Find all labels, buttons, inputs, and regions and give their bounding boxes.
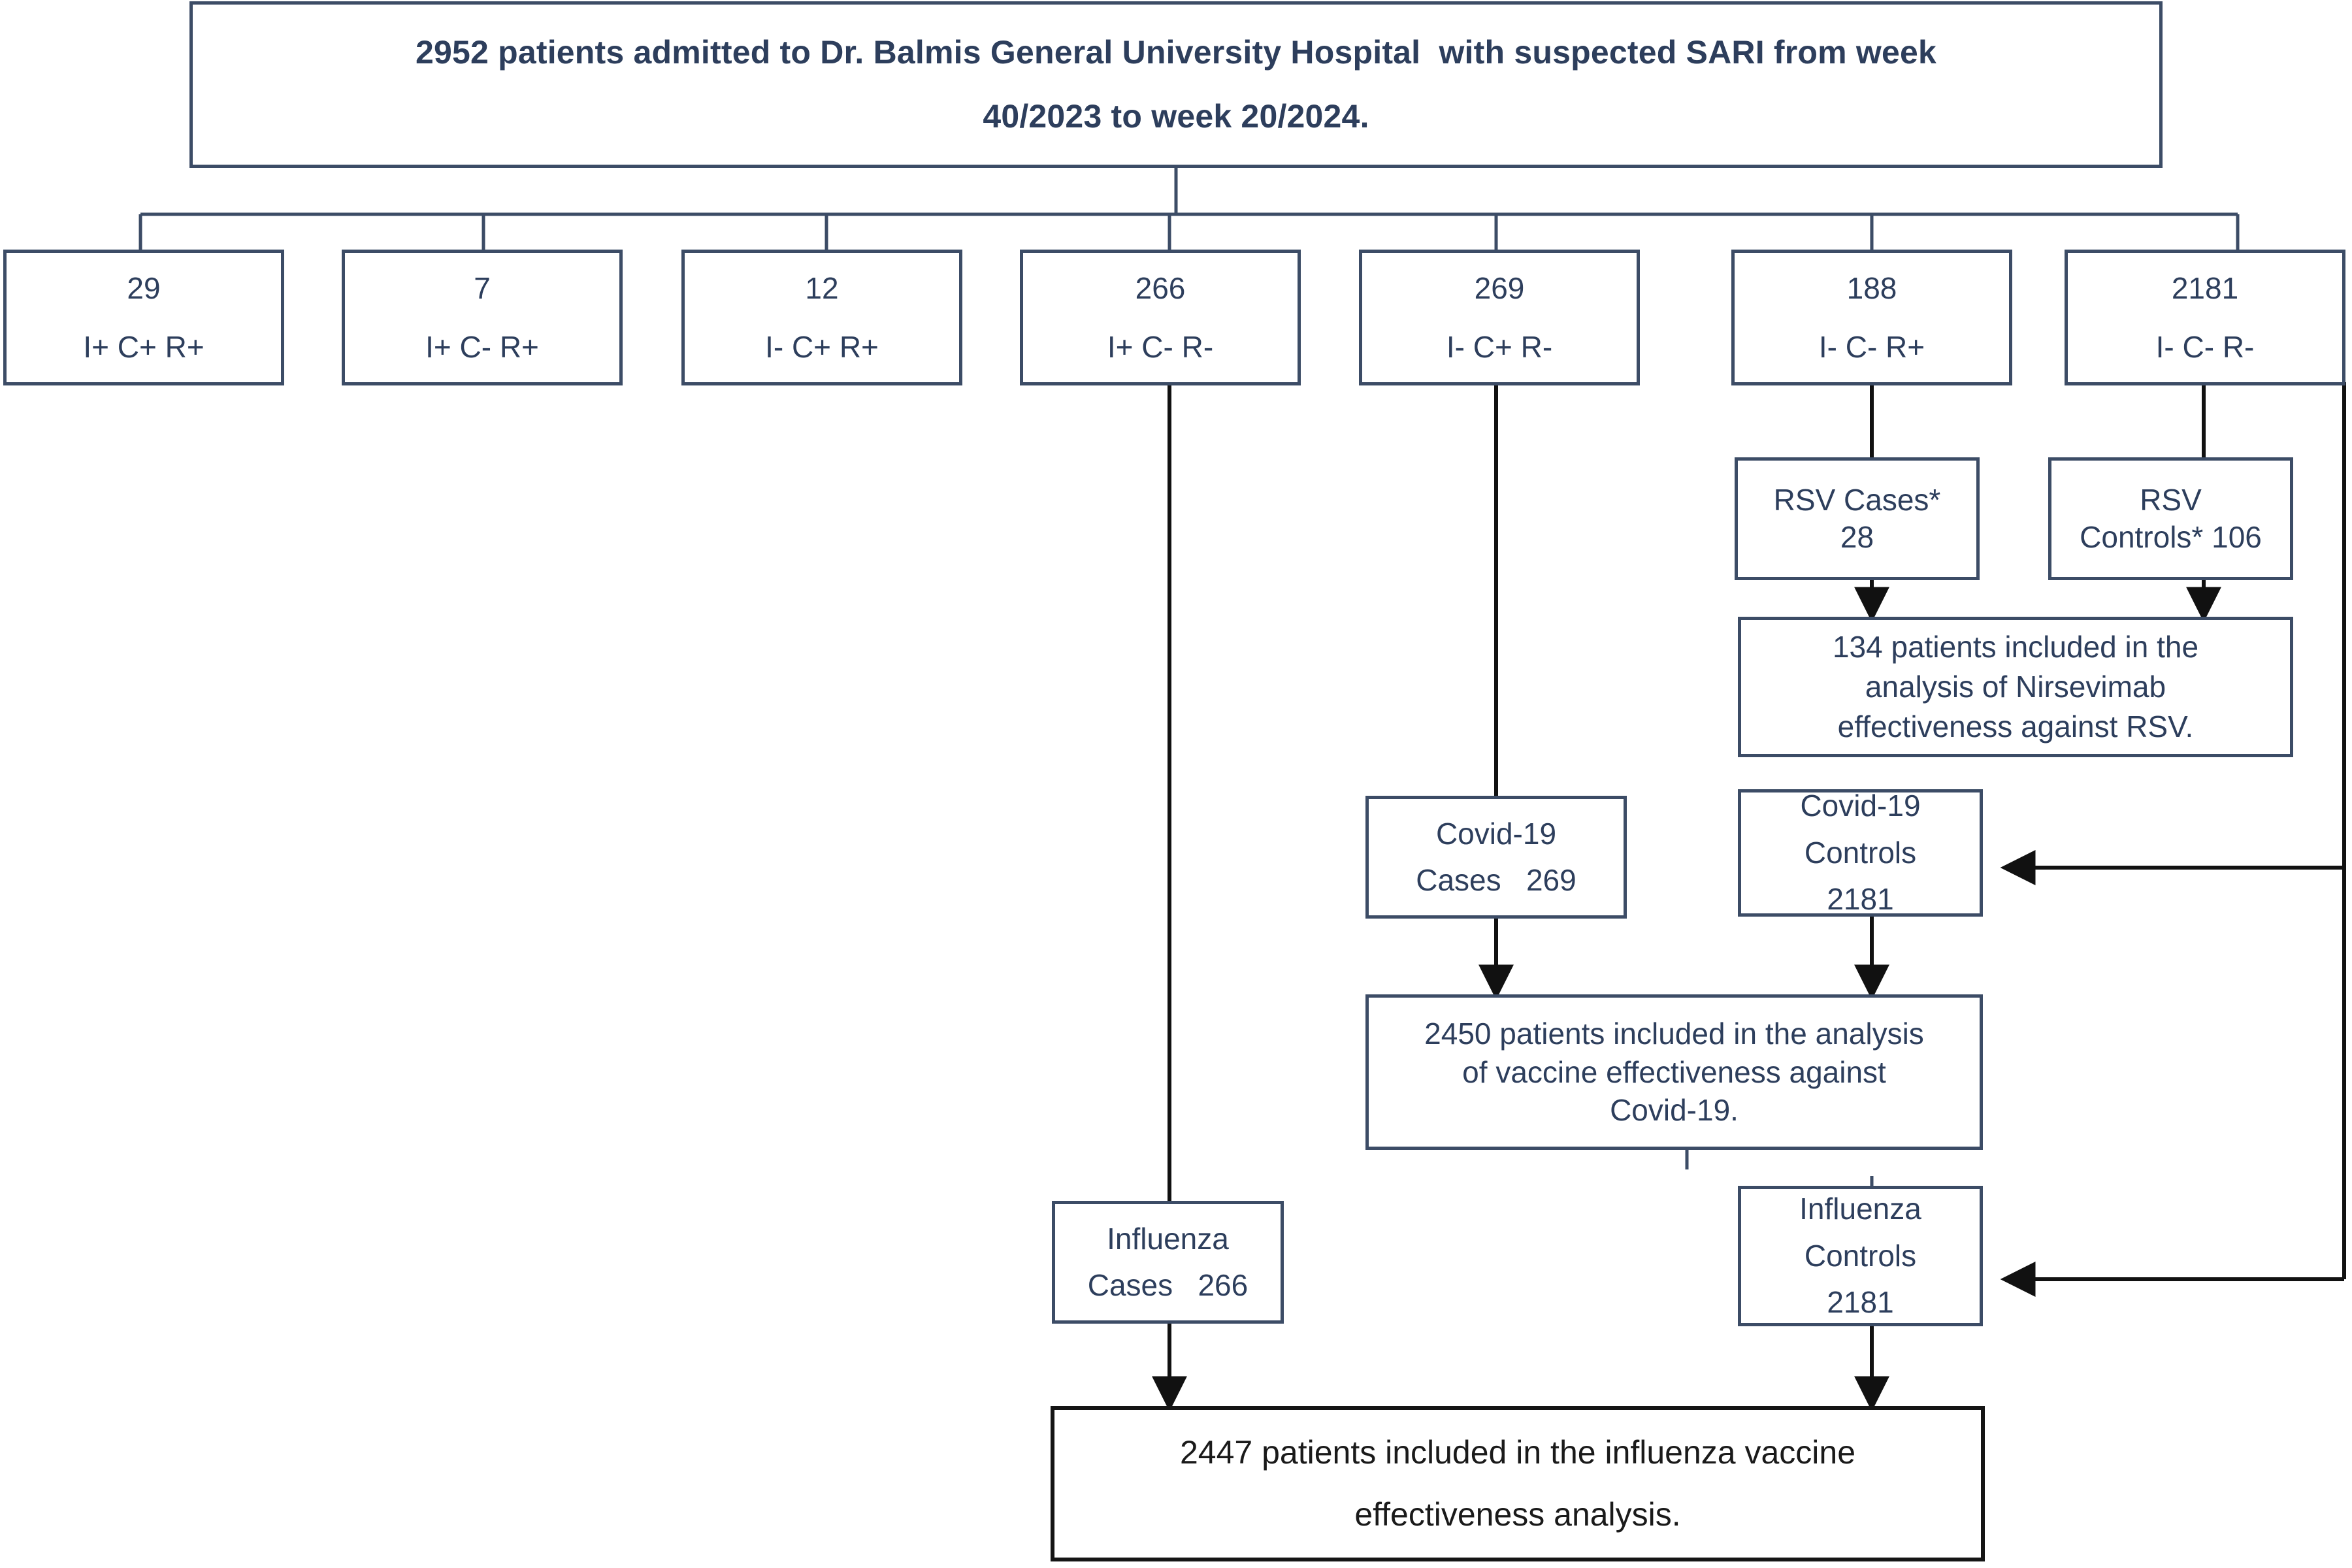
rsv-controls-box: RSV Controls* 106: [2048, 457, 2293, 580]
covid-result-line-2: of vaccine effectiveness against: [1462, 1054, 1886, 1089]
influenza-controls-count: 2181: [1827, 1285, 1894, 1320]
strata-box-5: 269 I- C+ R-: [1359, 250, 1640, 385]
root-line-2: 40/2023 to week 20/2024.: [983, 97, 1369, 135]
influenza-cases-count: Cases 266: [1087, 1268, 1249, 1302]
strata-4-code: I+ C- R-: [1107, 330, 1214, 364]
covid-result-line-3: Covid-19.: [1610, 1093, 1739, 1128]
covid-controls-label-1: Covid-19: [1800, 789, 1921, 823]
strata-3-code: I- C+ R+: [765, 330, 879, 364]
influenza-controls-box: Influenza Controls 2181: [1738, 1186, 1983, 1326]
rsv-controls-count: Controls* 106: [2080, 520, 2262, 554]
root-split-connectors: [139, 168, 2240, 250]
strata-6-code: I- C- R+: [1818, 330, 1925, 364]
strata-6-count: 188: [1846, 271, 1897, 305]
rsv-controls-label: RSV: [2140, 482, 2202, 517]
strata-box-7: 2181 I- C- R-: [2065, 250, 2345, 385]
covid-cases-count: Cases 269: [1416, 863, 1576, 897]
root-line-1: 2952 patients admitted to Dr. Balmis Gen…: [415, 34, 1936, 71]
strata-2-count: 7: [474, 271, 491, 305]
strata-box-6: 188 I- C- R+: [1731, 250, 2012, 385]
strata-7-code: I- C- R-: [2155, 330, 2255, 364]
strata-5-code: I- C+ R-: [1446, 330, 1553, 364]
covid-controls-box: Covid-19 Controls 2181: [1738, 789, 1983, 917]
covid-cases-label: Covid-19: [1435, 816, 1557, 851]
influenza-result-box: 2447 patients included in the influenza …: [1051, 1406, 1985, 1561]
covid-result-line-1: 2450 patients included in the analysis: [1424, 1016, 1924, 1051]
influenza-result-line-1: 2447 patients included in the influenza …: [1179, 1434, 1856, 1471]
rsv-result-line-3: effectiveness against RSV.: [1837, 709, 2194, 743]
rsv-cases-box: RSV Cases* 28: [1735, 457, 1980, 580]
stub-connectors: [1685, 1149, 1874, 1188]
influenza-controls-label-1: Influenza: [1799, 1192, 1921, 1226]
influenza-cases-label: Influenza: [1107, 1221, 1229, 1256]
covid-result-box: 2450 patients included in the analysis o…: [1365, 994, 1983, 1150]
influenza-cases-box: Influenza Cases 266: [1052, 1201, 1284, 1324]
rsv-result-line-2: analysis of Nirsevimab: [1865, 670, 2166, 704]
root-box: 2952 patients admitted to Dr. Balmis Gen…: [189, 1, 2163, 168]
rsv-cases-count: 28: [1840, 520, 1874, 554]
strata-5-count: 269: [1474, 271, 1525, 305]
strata-box-1: 29 I+ C+ R+: [3, 250, 284, 385]
rsv-cases-label: RSV Cases*: [1773, 482, 1941, 517]
covid-cases-box: Covid-19 Cases 269: [1365, 796, 1627, 919]
strata-2-code: I+ C- R+: [425, 330, 539, 364]
strata-7-count: 2181: [2171, 271, 2239, 305]
strata-box-2: 7 I+ C- R+: [342, 250, 623, 385]
covid-controls-label-2: Controls: [1804, 835, 1917, 870]
strata-box-3: 12 I- C+ R+: [681, 250, 962, 385]
influenza-controls-label-2: Controls: [1804, 1238, 1917, 1273]
strata-1-code: I+ C+ R+: [83, 330, 204, 364]
rsv-result-line-1: 134 patients included in the: [1832, 630, 2199, 664]
strata-4-count: 266: [1135, 271, 1186, 305]
influenza-result-line-2: effectiveness analysis.: [1354, 1496, 1681, 1533]
rsv-result-box: 134 patients included in the analysis of…: [1738, 617, 2293, 757]
strata-1-count: 29: [127, 271, 161, 305]
strata-box-4: 266 I+ C- R-: [1020, 250, 1301, 385]
covid-controls-count: 2181: [1827, 882, 1894, 917]
strata-3-count: 12: [805, 271, 839, 305]
